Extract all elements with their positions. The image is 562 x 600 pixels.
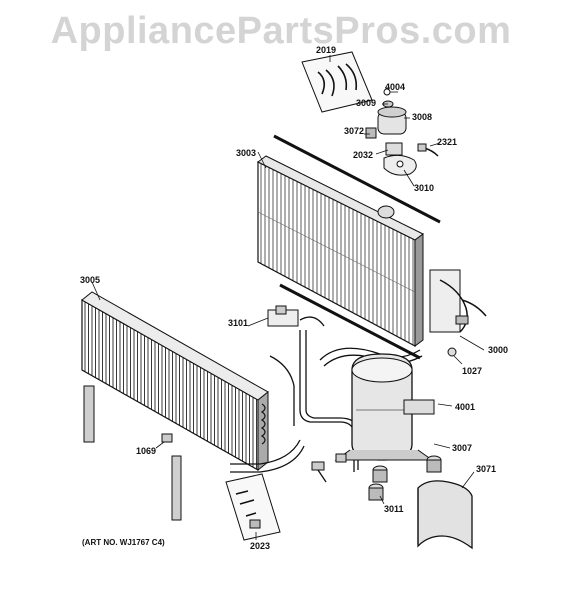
wire-harness (301, 51, 373, 113)
part-label-1069: 1069 (136, 446, 157, 456)
evaporator-coil (81, 291, 269, 521)
part-label-3072: 3072 (344, 126, 365, 136)
art-number-note: (ART NO. WJ1767 C4) (82, 538, 165, 547)
part-label-2023: 2023 (250, 541, 271, 551)
overload-protector (267, 305, 325, 327)
part-label-2032: 2032 (353, 150, 374, 160)
condenser-coil (257, 134, 441, 360)
part-label-3009: 3009 (356, 98, 377, 108)
part-label-3005: 3005 (80, 275, 101, 285)
part-label-2019: 2019 (316, 45, 337, 55)
part-label-3008: 3008 (412, 112, 433, 122)
part-label-3010: 3010 (414, 183, 435, 193)
control-bracket (429, 269, 487, 357)
part-label-3011: 3011 (384, 504, 404, 514)
watermark: AppliancePartsPros.com (50, 10, 512, 52)
part-label-3101: 3101 (228, 318, 249, 328)
compressor (334, 353, 435, 461)
part-label-2321: 2321 (437, 137, 458, 147)
leader-lines (91, 55, 485, 540)
part-label-3003: 3003 (236, 148, 257, 158)
part-label-3007: 3007 (452, 443, 473, 453)
capacitor-group (365, 88, 439, 176)
part-label-1027: 1027 (462, 366, 483, 376)
part-label-4004: 4004 (385, 82, 406, 92)
part-label-3000: 3000 (488, 345, 509, 355)
compressor-cover (417, 480, 473, 550)
part-label-4001: 4001 (455, 402, 476, 412)
part-label-3071: 3071 (476, 464, 497, 474)
hardware-kit (225, 473, 281, 541)
grommets (368, 455, 442, 501)
